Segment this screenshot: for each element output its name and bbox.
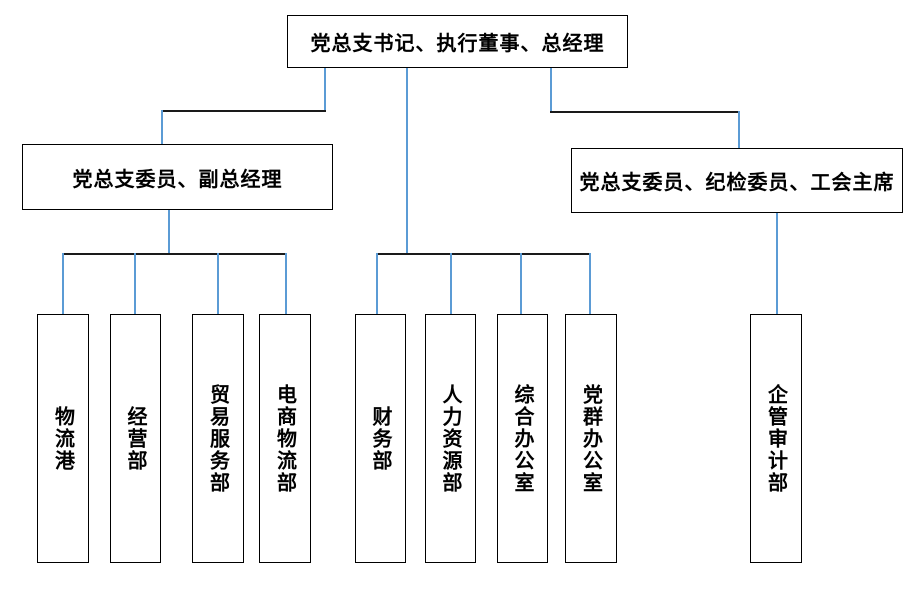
node-root[interactable]: 党总支书记、执行董事、总经理 (287, 15, 628, 68)
node-dept-wuliugang-label: 物流港 (51, 405, 76, 472)
node-dept-zongheban[interactable]: 综合办公室 (497, 314, 548, 563)
connector-root-right-bus (550, 111, 739, 113)
node-dept-caiwubu[interactable]: 财务部 (355, 314, 406, 563)
connector-center-group-bus (376, 253, 590, 255)
connector-root-left-bus (161, 110, 326, 112)
connector-left-dept-1 (62, 253, 64, 315)
node-dept-dangqunban-label: 党群办公室 (579, 383, 604, 494)
node-dept-maoyifuwubu-label: 贸易服务部 (206, 383, 231, 494)
connector-root-right-stub (550, 68, 552, 112)
connector-center-dept-2 (450, 253, 452, 315)
node-left-manager-label: 党总支委员、副总经理 (72, 166, 283, 191)
node-dept-maoyifuwubu[interactable]: 贸易服务部 (192, 314, 244, 563)
connector-left-dept-3 (217, 253, 219, 315)
node-dept-dianshangwuliubu[interactable]: 电商物流部 (259, 314, 311, 563)
node-dept-wuliugang[interactable]: 物流港 (37, 314, 89, 563)
node-dept-renliziyuanbu[interactable]: 人力资源部 (425, 314, 476, 563)
connector-left-group-bus (62, 253, 286, 255)
connector-root-center-drop (406, 68, 408, 254)
connector-right-dept-1 (776, 213, 778, 315)
node-right-manager[interactable]: 党总支委员、纪检委员、工会主席 (571, 148, 903, 213)
connector-right-manager-drop (738, 111, 740, 149)
node-root-label: 党总支书记、执行董事、总经理 (310, 31, 605, 55)
connector-left-dept-4 (285, 253, 287, 315)
connector-left-manager-stem (168, 210, 170, 254)
node-dept-zongheban-label: 综合办公室 (511, 383, 535, 494)
node-dept-jingyingbu[interactable]: 经营部 (110, 314, 161, 563)
node-dept-renliziyuanbu-label: 人力资源部 (439, 383, 463, 494)
connector-left-manager-drop (161, 110, 163, 144)
node-dept-jingyingbu-label: 经营部 (124, 405, 148, 472)
connector-center-dept-3 (520, 253, 522, 315)
connector-left-dept-2 (134, 253, 136, 315)
node-dept-qiguanshenjibu[interactable]: 企管审计部 (750, 314, 802, 563)
connector-center-dept-1 (376, 253, 378, 315)
node-right-manager-label: 党总支委员、纪检委员、工会主席 (579, 170, 895, 194)
node-dept-qiguanshenjibu-label: 企管审计部 (764, 383, 789, 494)
node-left-manager[interactable]: 党总支委员、副总经理 (22, 144, 333, 210)
node-dept-dangqunban[interactable]: 党群办公室 (565, 314, 617, 563)
connector-root-left-stub (324, 68, 326, 111)
node-dept-caiwubu-label: 财务部 (369, 405, 393, 472)
connector-center-dept-4 (589, 253, 591, 315)
node-dept-dianshangwuliubu-label: 电商物流部 (273, 383, 298, 494)
